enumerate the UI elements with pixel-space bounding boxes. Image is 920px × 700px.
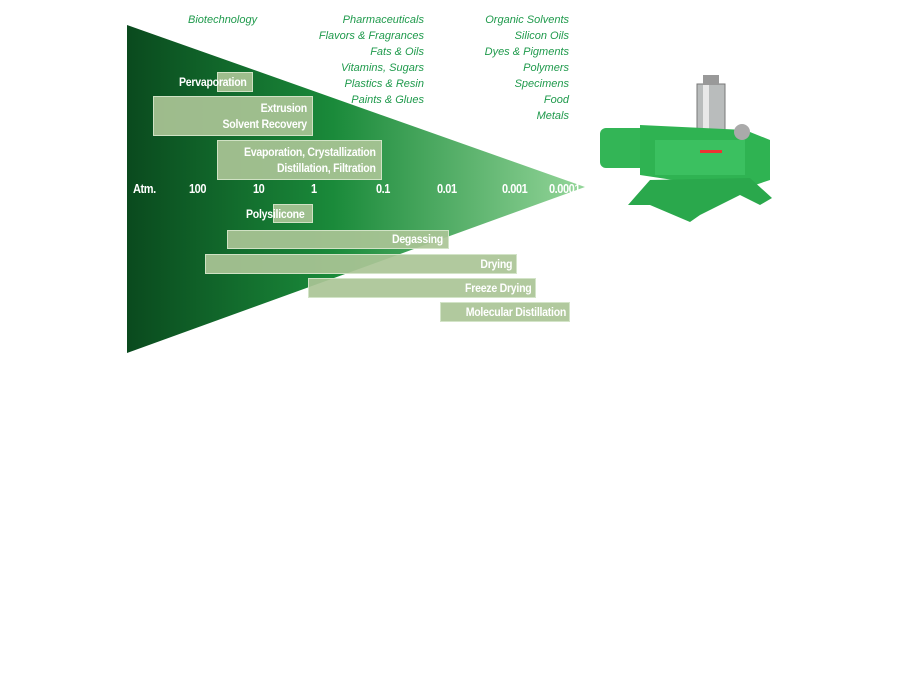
bar-freeze-drying bbox=[308, 278, 536, 298]
industry-label: Dyes & Pigments bbox=[484, 46, 569, 58]
label-line: Distillation, Filtration bbox=[277, 161, 376, 175]
industry-label: Vitamins, Sugars bbox=[341, 62, 424, 74]
tick-100: 100 bbox=[189, 182, 207, 196]
label-pervaporation: Pervaporation bbox=[179, 75, 247, 89]
bar-polysilicone bbox=[273, 204, 313, 223]
tick-1: 1 bbox=[311, 182, 317, 196]
bar-molecular-distillation bbox=[440, 302, 570, 322]
industry-column-3: Organic Solvents Silicon Oils Dyes & Pig… bbox=[485, 12, 569, 124]
tick-atm: Atm. bbox=[133, 182, 156, 196]
industry-label: Specimens bbox=[514, 78, 569, 90]
industry-label: Food bbox=[543, 94, 569, 106]
label-molecular-distillation: Molecular Distillation bbox=[465, 305, 567, 319]
industry-label: Paints & Glues bbox=[351, 94, 424, 106]
industry-label: Silicon Oils bbox=[514, 30, 569, 42]
bar-drying bbox=[205, 254, 517, 274]
bar-evaporation bbox=[217, 140, 382, 180]
bar-pervaporation bbox=[217, 72, 253, 92]
label-drying: Drying bbox=[480, 257, 512, 271]
tick-0.001: 0.001 bbox=[502, 182, 528, 196]
label-freeze-drying: Freeze Drying bbox=[464, 281, 532, 295]
industry-label: Metals bbox=[536, 110, 569, 122]
tick-10: 10 bbox=[253, 182, 265, 196]
label-evaporation: Evaporation, Crystallization Distillatio… bbox=[244, 144, 376, 176]
bar-degassing bbox=[227, 230, 449, 249]
industry-label: Pharmaceuticals bbox=[342, 14, 424, 26]
industry-column-2: Pharmaceuticals Flavors & Fragrances Fat… bbox=[319, 12, 424, 108]
vacuum-pump-image bbox=[600, 75, 772, 222]
label-line: Evaporation, Crystallization bbox=[244, 145, 376, 159]
industry-label: Flavors & Fragrances bbox=[318, 30, 424, 42]
label-polysilicone: Polysilicone bbox=[246, 207, 305, 221]
tick-0.01: 0.01 bbox=[437, 182, 457, 196]
industry-label: Fats & Oils bbox=[370, 46, 424, 58]
tick-0.0001: 0.0001 bbox=[549, 182, 581, 196]
industry-label: Organic Solvents bbox=[485, 14, 569, 26]
label-extrusion: Extrusion Solvent Recovery bbox=[222, 100, 308, 132]
industry-label: Polymers bbox=[523, 62, 569, 74]
industry-label: Biotechnology bbox=[188, 14, 258, 26]
bar-extrusion bbox=[153, 96, 313, 136]
industry-column-1: Biotechnology bbox=[188, 12, 257, 28]
industry-label: Plastics & Resin bbox=[344, 78, 424, 90]
label-degassing: Degassing bbox=[391, 232, 443, 246]
tick-0.1: 0.1 bbox=[376, 182, 390, 196]
label-line: Solvent Recovery bbox=[222, 117, 308, 131]
label-line: Extrusion bbox=[260, 101, 308, 115]
